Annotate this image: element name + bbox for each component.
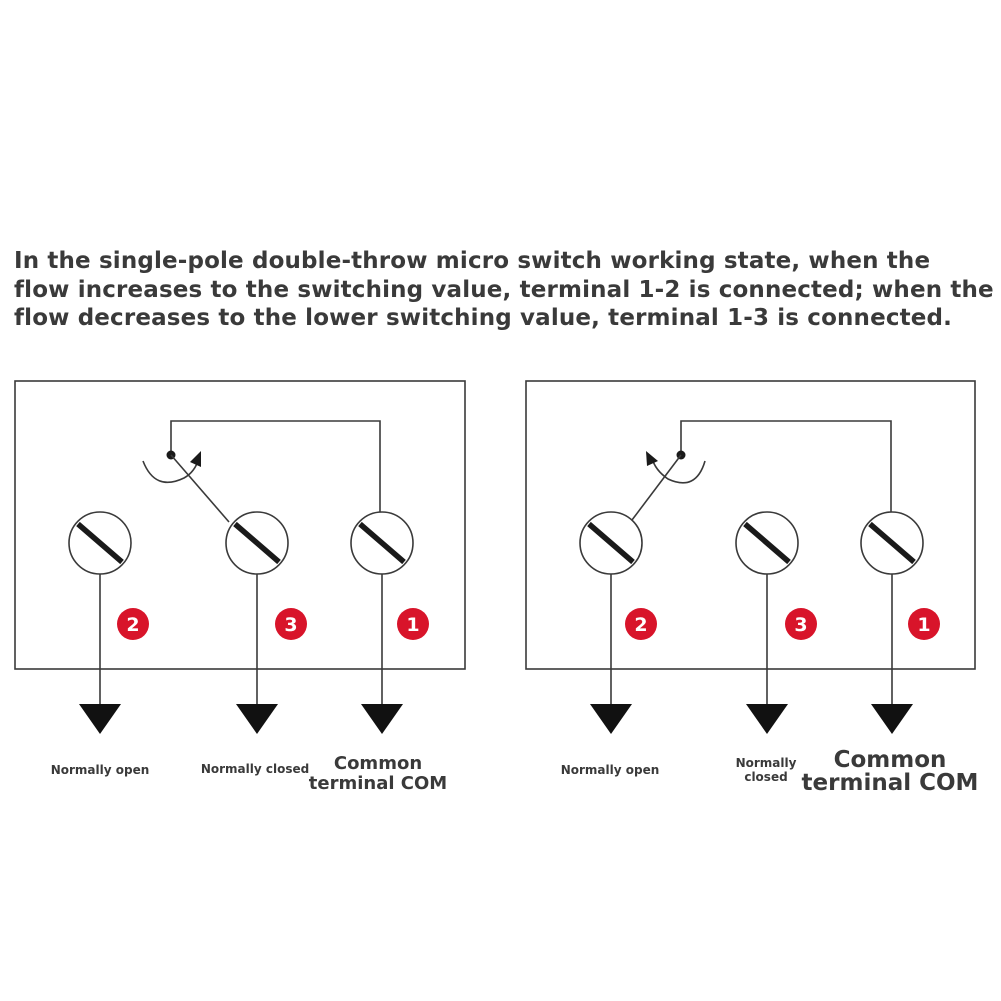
right-rotation-arrow bbox=[651, 457, 706, 484]
left-rotation-arrow bbox=[142, 457, 200, 483]
right-badge-2: 2 bbox=[625, 608, 657, 640]
right-rotation-arrowhead bbox=[646, 451, 658, 466]
right-terminal-3 bbox=[735, 511, 799, 575]
caption-line-3: flow decreases to the lower switching va… bbox=[14, 305, 952, 331]
svg-text:1: 1 bbox=[917, 614, 930, 636]
right-terminal-2 bbox=[579, 511, 643, 575]
right-output-arrow-com bbox=[871, 704, 913, 734]
left-switch-housing bbox=[14, 380, 466, 670]
left-com-wire bbox=[170, 420, 381, 512]
svg-text:3: 3 bbox=[794, 614, 807, 636]
svg-text:2: 2 bbox=[634, 614, 647, 636]
right-switch-diagram: 2 3 1 bbox=[525, 380, 976, 734]
caption: In the single-pole double-throw micro sw… bbox=[14, 247, 999, 333]
right-label-normally-open: Normally open bbox=[560, 763, 660, 777]
left-label-common-line1: Common bbox=[333, 753, 423, 774]
right-label-normally-closed: Normally closed bbox=[726, 756, 806, 785]
right-terminal-1 bbox=[860, 511, 924, 575]
left-label-normally-open: Normally open bbox=[50, 763, 150, 777]
left-output-arrow-no bbox=[79, 704, 121, 734]
svg-text:2: 2 bbox=[126, 614, 139, 636]
left-badge-3: 3 bbox=[275, 608, 307, 640]
left-label-common: Common terminal COM bbox=[300, 754, 456, 794]
right-switch-housing bbox=[525, 380, 976, 670]
right-label-common: Common terminal COM bbox=[798, 749, 982, 795]
svg-text:3: 3 bbox=[284, 614, 297, 636]
svg-text:1: 1 bbox=[406, 614, 419, 636]
left-rotation-arrowhead bbox=[190, 451, 201, 467]
left-badge-1: 1 bbox=[397, 608, 429, 640]
left-terminal-3 bbox=[225, 511, 289, 575]
right-label-common-line1: Common bbox=[833, 747, 947, 773]
right-output-arrow-no bbox=[590, 704, 632, 734]
right-label-common-line2: terminal COM bbox=[801, 770, 979, 796]
left-contact-arm bbox=[170, 454, 230, 523]
right-output-arrow-nc bbox=[746, 704, 788, 734]
left-output-arrow-com bbox=[361, 704, 403, 734]
left-terminal-1 bbox=[350, 511, 414, 575]
right-badge-3: 3 bbox=[785, 608, 817, 640]
left-badge-2: 2 bbox=[117, 608, 149, 640]
right-badge-1: 1 bbox=[908, 608, 940, 640]
left-terminal-2 bbox=[68, 511, 132, 575]
left-output-arrow-nc bbox=[236, 704, 278, 734]
caption-line-2: flow increases to the switching value, t… bbox=[14, 276, 994, 303]
left-label-common-line2: terminal COM bbox=[308, 772, 448, 794]
right-label-normally-closed-line1: Normally bbox=[735, 756, 797, 770]
caption-line-1: In the single-pole double-throw micro sw… bbox=[14, 248, 931, 274]
right-label-normally-closed-line2: closed bbox=[744, 770, 788, 785]
left-switch-diagram: 2 3 1 bbox=[14, 380, 466, 734]
right-com-wire bbox=[680, 420, 892, 512]
right-contact-arm bbox=[631, 454, 682, 521]
left-label-normally-closed: Normally closed bbox=[200, 762, 310, 776]
